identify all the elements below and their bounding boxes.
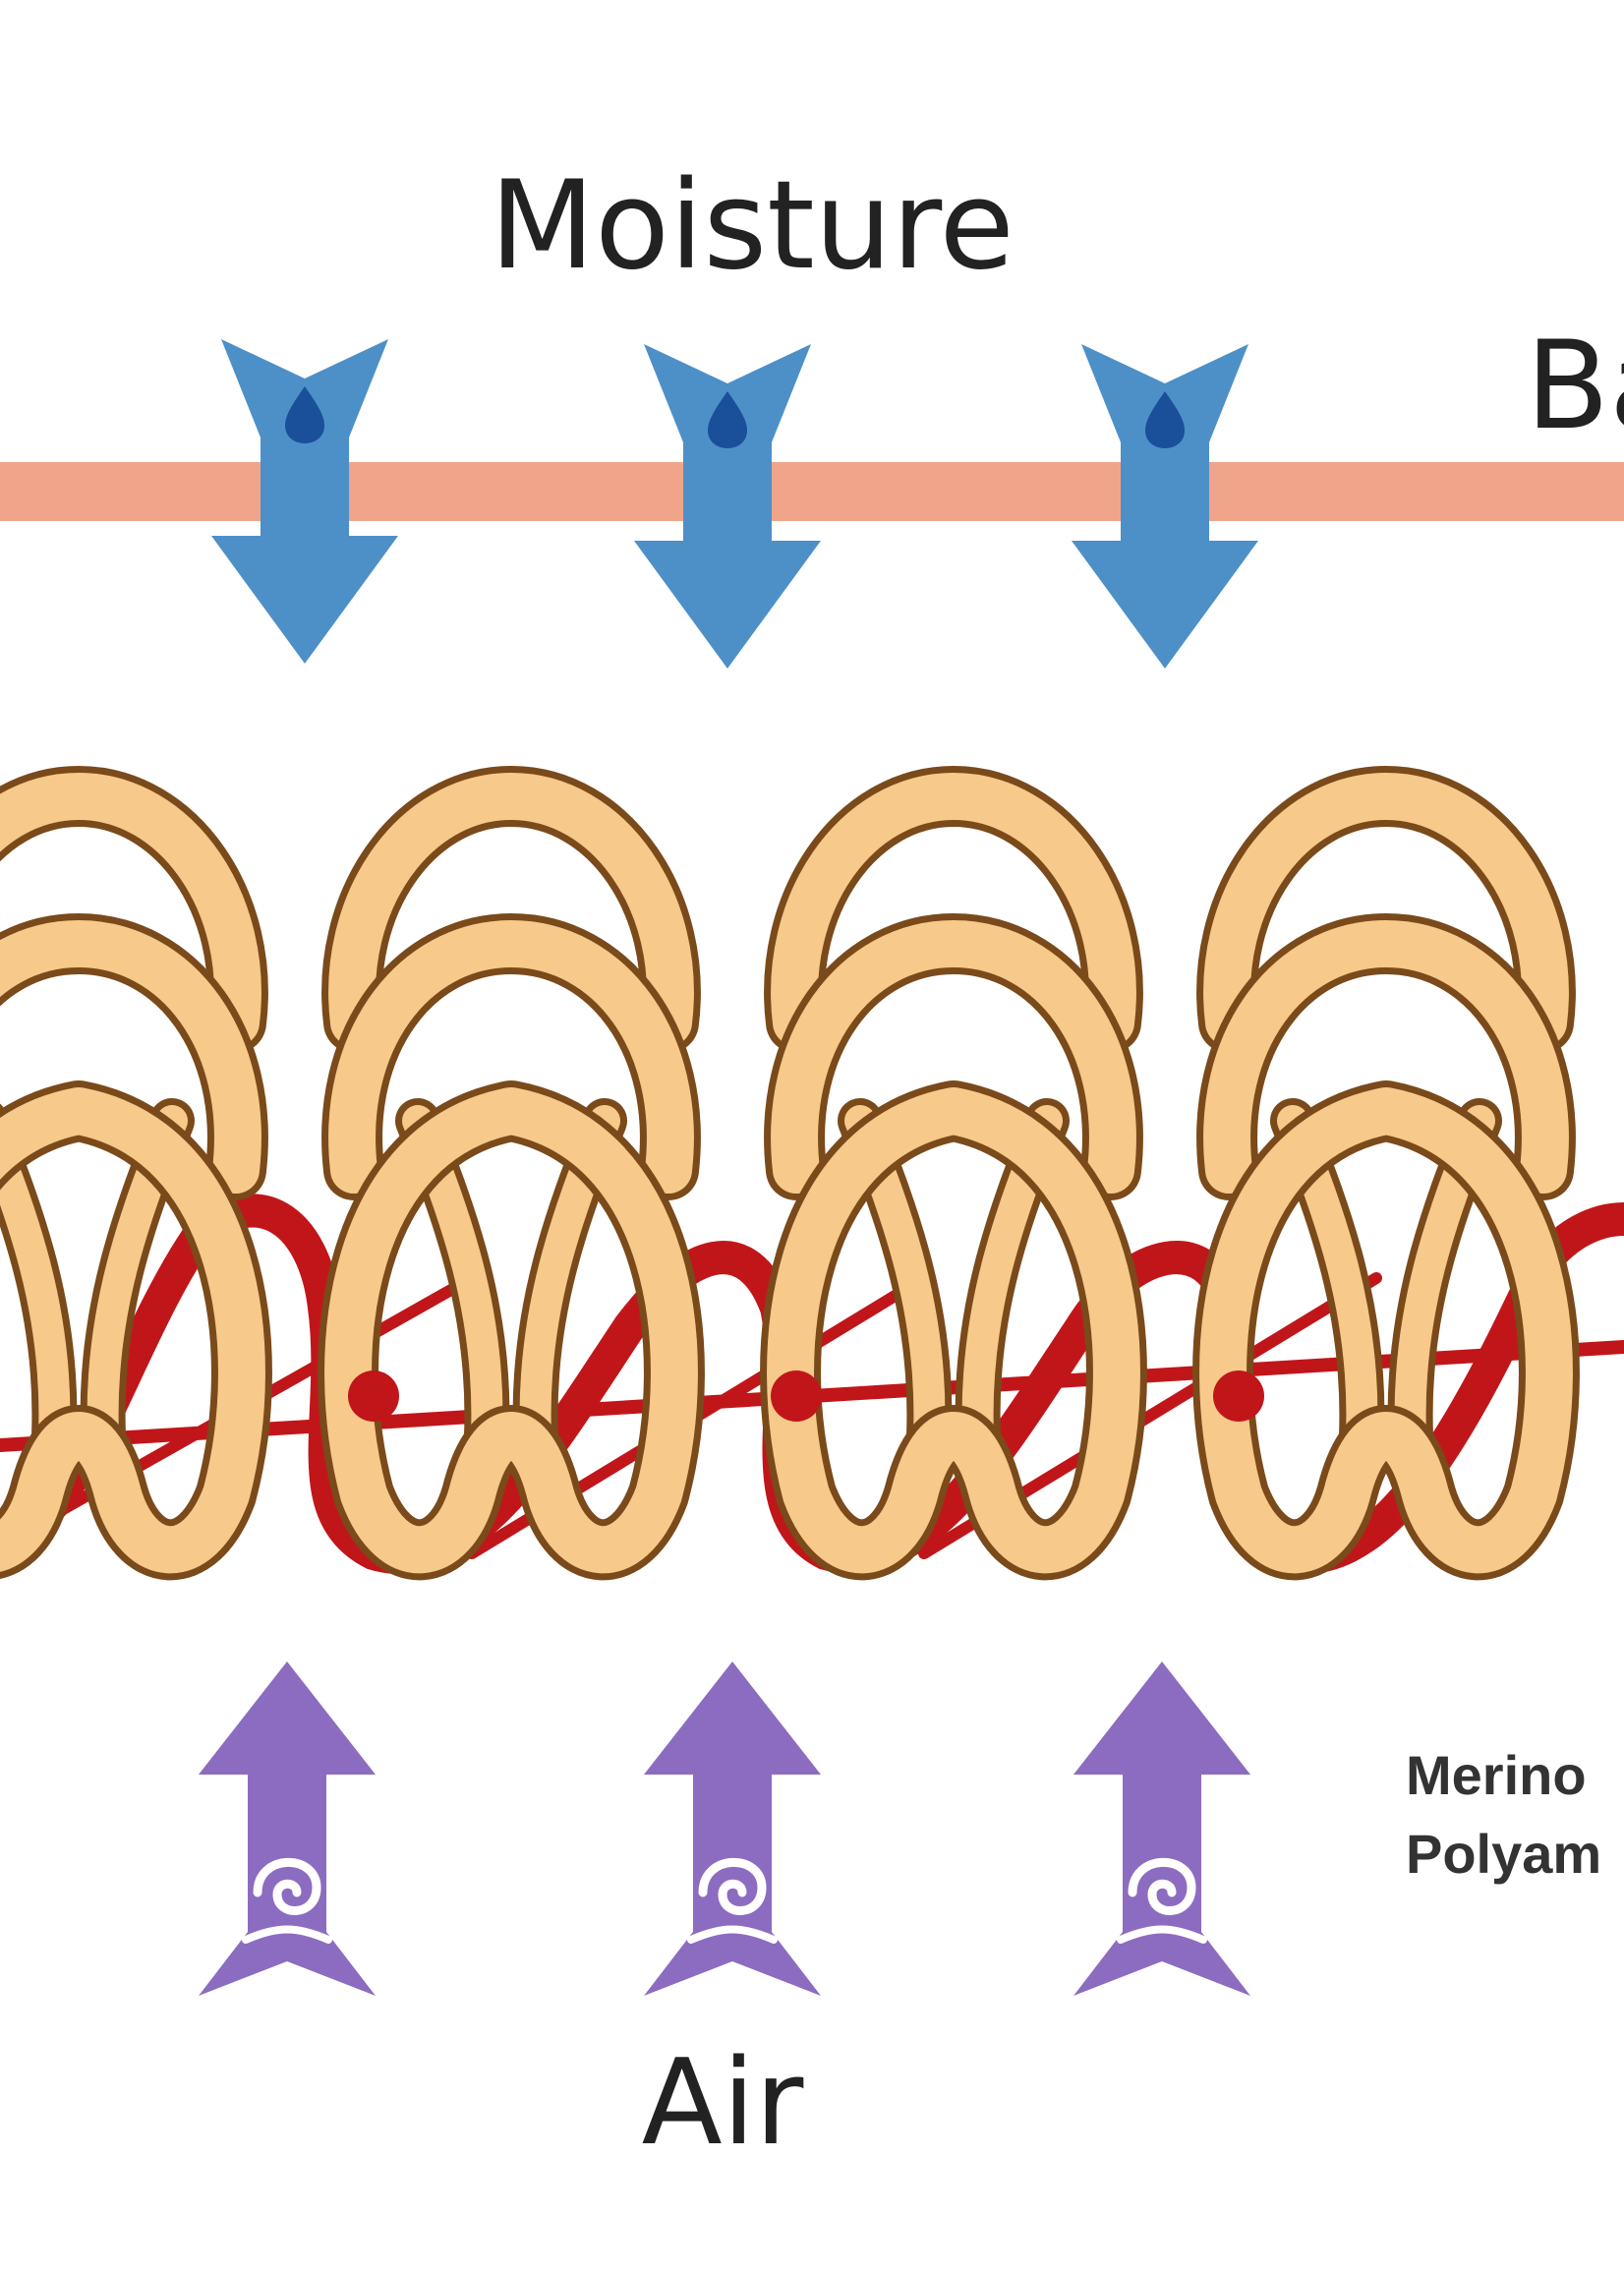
air-arrow-icon	[644, 1662, 821, 1996]
merino-knit	[0, 796, 1549, 1549]
top-band	[0, 462, 1624, 521]
knit-column	[790, 796, 1117, 1549]
air-arrow-icon	[199, 1662, 376, 1996]
knit-column	[348, 796, 674, 1549]
air-label: Air	[642, 2035, 804, 2172]
legend-merino: Merino	[1406, 1744, 1587, 1806]
right-label-partial: Ba	[1526, 316, 1624, 457]
polyamide-knots	[348, 1370, 1264, 1422]
air-arrow-icon	[1073, 1662, 1250, 1996]
moisture-label: Moisture	[490, 155, 1015, 297]
legend-polyamide: Polyam	[1406, 1823, 1601, 1885]
knit-column	[1223, 796, 1549, 1549]
